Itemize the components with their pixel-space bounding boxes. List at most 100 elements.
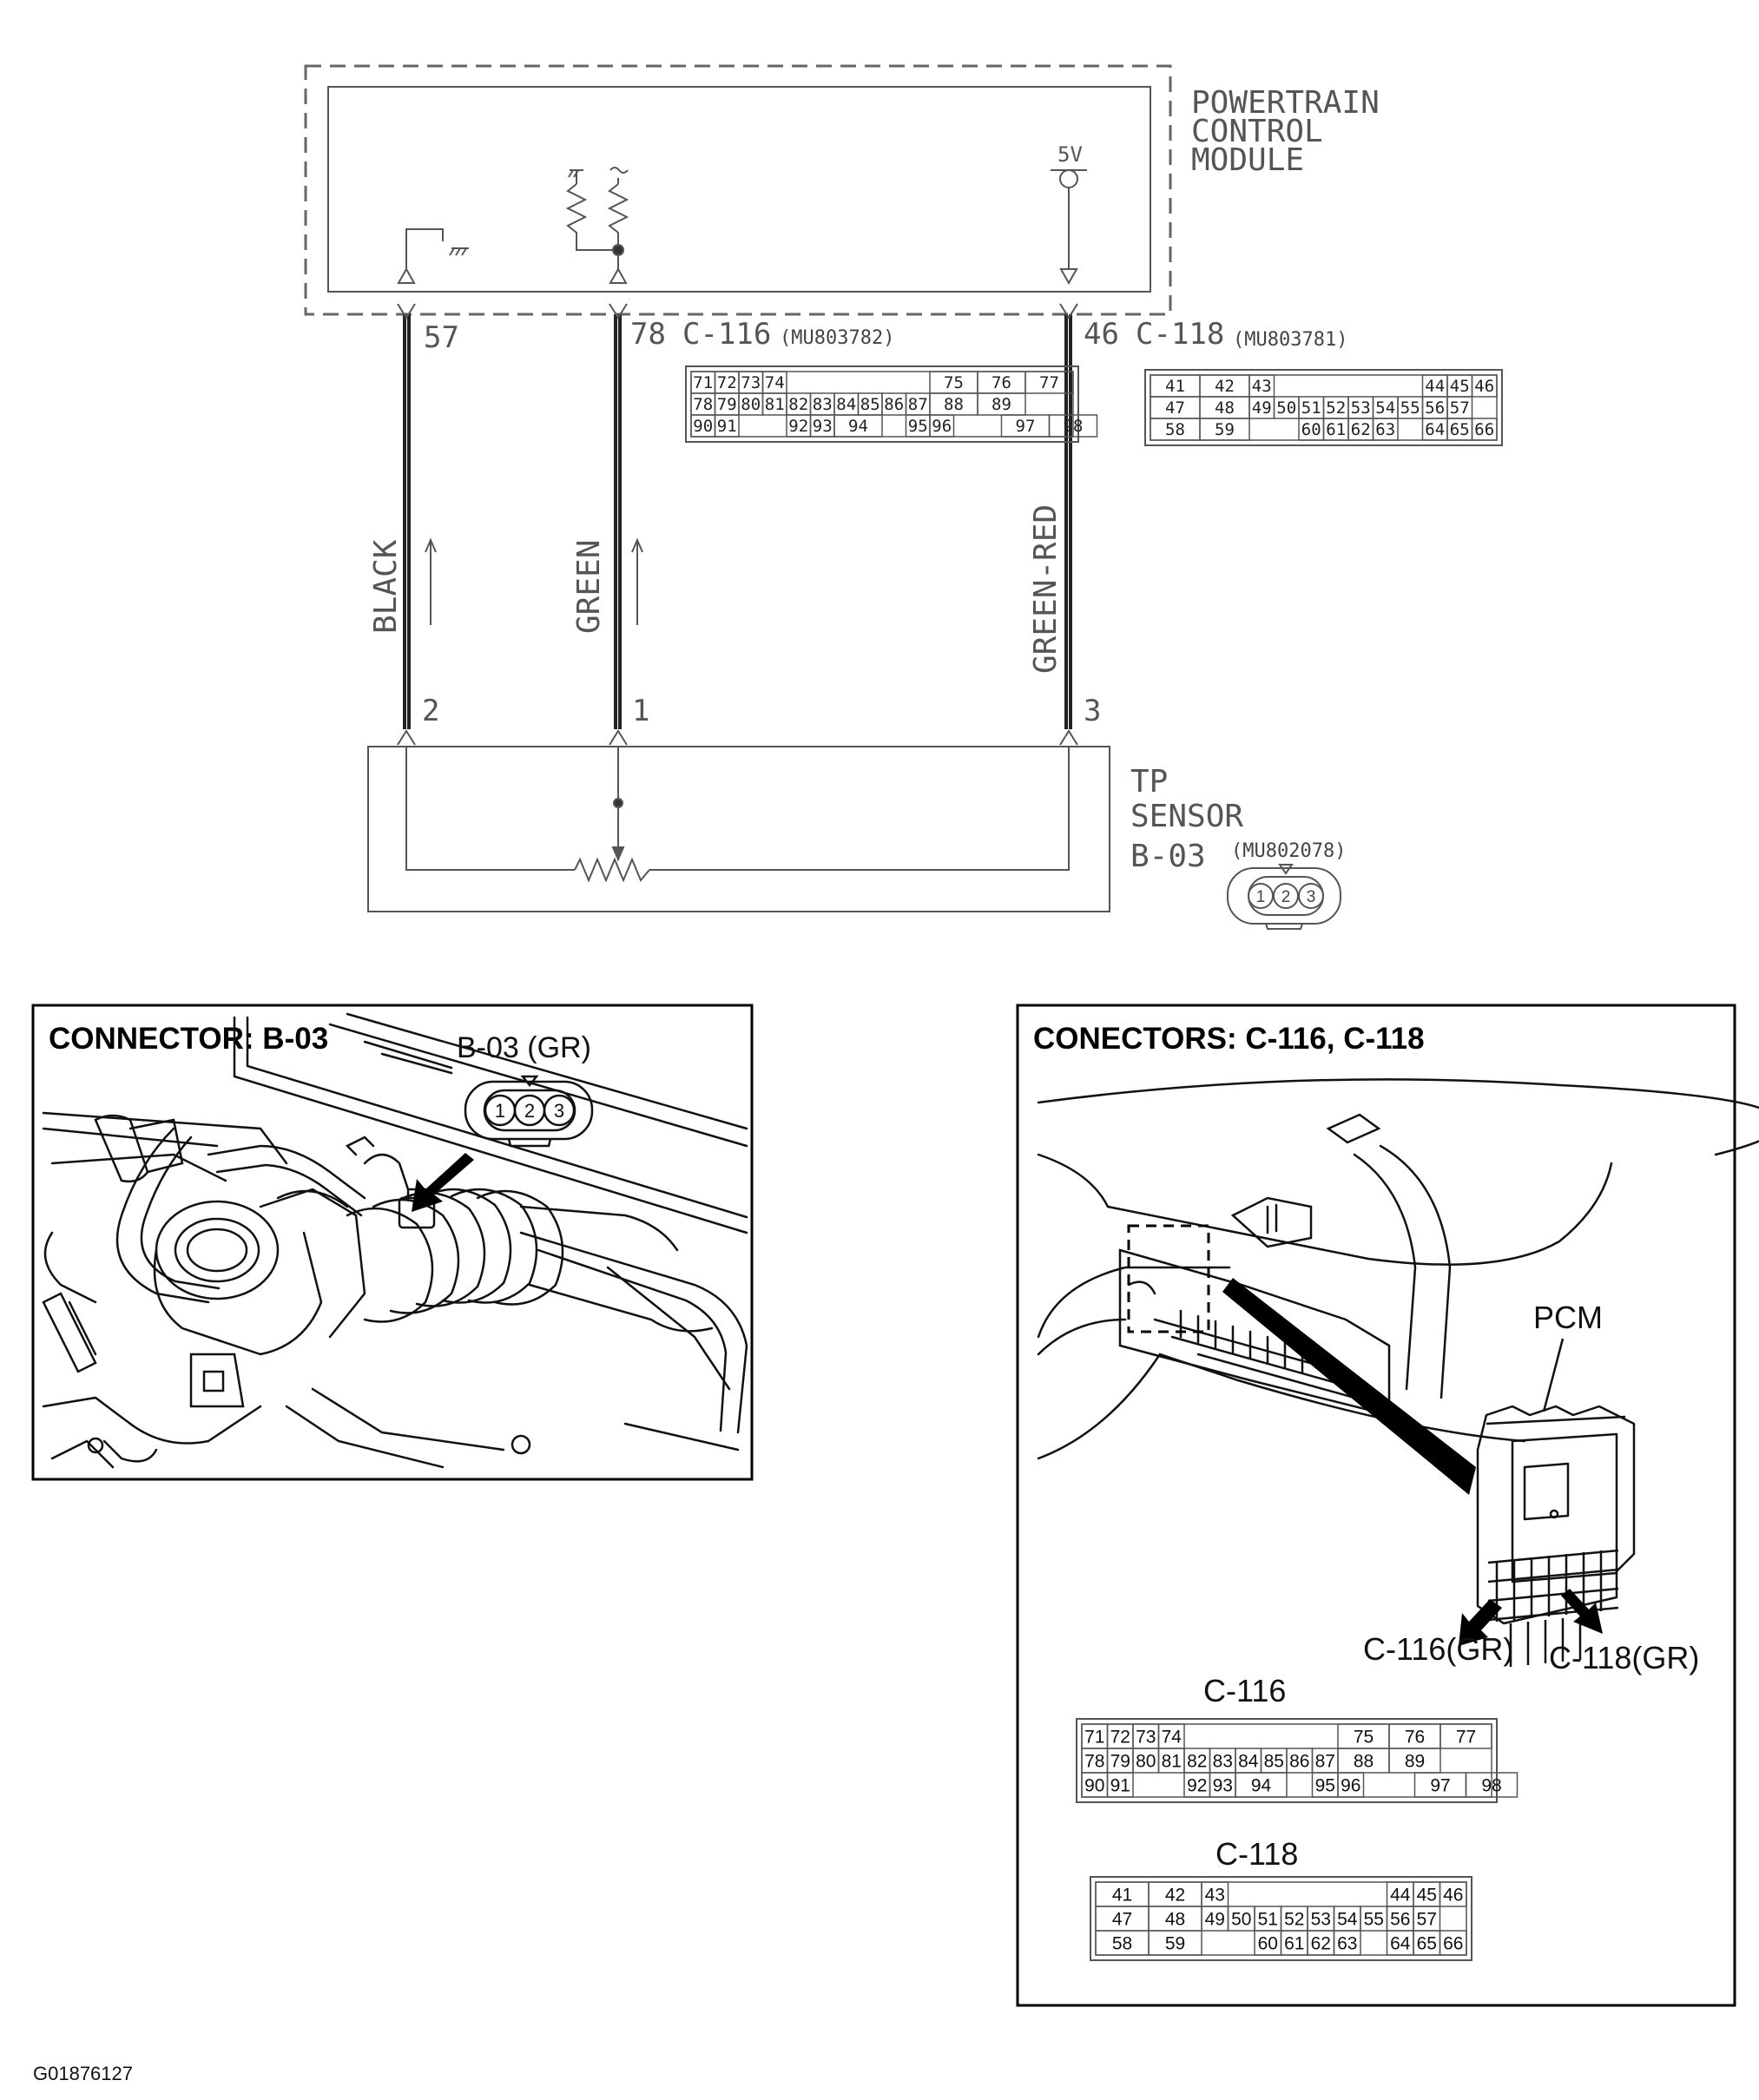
wire-black <box>397 303 416 746</box>
c118-top-cell <box>1199 418 1250 441</box>
c118-top-pin-number: 54 <box>1375 398 1395 418</box>
c118-top-cell <box>1372 418 1399 441</box>
wire-color-green-red: GREEN-RED <box>1028 504 1064 674</box>
c116-panel-cell <box>1106 1772 1134 1798</box>
c116-top-pin-number: 74 <box>765 373 785 392</box>
c116-c118-panel-header: CONECTORS: C-116, C-118 <box>1033 1022 1425 1056</box>
c116-panel-pin-number: 73 <box>1136 1727 1156 1747</box>
b03-callout-label: B-03 (GR) <box>457 1031 591 1064</box>
c116-top-pin-number: 86 <box>884 395 904 414</box>
c118-top-pin-number: 56 <box>1425 398 1445 418</box>
wire-green <box>609 303 628 746</box>
c116-panel-pin-number: 92 <box>1187 1775 1207 1795</box>
wire-color-black: BLACK <box>368 539 404 634</box>
c116-panel-cell <box>1235 1772 1288 1798</box>
c118-panel-pin-number: 42 <box>1165 1885 1185 1905</box>
c116-top-cell <box>833 414 883 438</box>
c116-top-pin-number: 84 <box>836 395 856 414</box>
c116-top-pin-number: 94 <box>848 417 868 436</box>
pcm-unit-illustration <box>1476 1405 1636 1667</box>
c118-table-title: C-118 <box>1215 1836 1298 1872</box>
pcm-label-line1: POWERTRAIN <box>1191 85 1380 121</box>
c118-top-pin-number: 46 <box>1474 377 1494 396</box>
c116-panel-pin-number: 91 <box>1110 1775 1130 1795</box>
pcm-terminal-78: 78 <box>630 317 666 352</box>
c118-top-pin-number: 66 <box>1474 420 1494 439</box>
c118-top-pin-number: 42 <box>1215 377 1235 396</box>
c116-location-arrow <box>1459 1599 1502 1646</box>
c116-top-pin-number: 83 <box>813 395 833 414</box>
c116-top-pin-number: 72 <box>717 373 737 392</box>
c118-panel-cell <box>1333 1930 1361 1956</box>
c116-top-pin-number: 90 <box>693 417 713 436</box>
c116-panel-pin-number: 79 <box>1110 1751 1130 1771</box>
c118-panel-pin-number: 52 <box>1284 1909 1304 1929</box>
c116-top-pin-number: 88 <box>944 395 964 414</box>
c116-panel-pin-number: 86 <box>1289 1751 1309 1771</box>
flow-arrow-black <box>425 537 437 625</box>
c118-panel-pin-number: 54 <box>1337 1909 1358 1929</box>
c116-panel-pin-number: 80 <box>1136 1751 1156 1771</box>
c118-top-pin-number: 55 <box>1400 398 1420 418</box>
c116-top-cell <box>1024 371 1074 394</box>
c116-panel-pin-number: 75 <box>1354 1727 1374 1747</box>
wire-color-green: GREEN <box>571 540 607 634</box>
c116-top-pin-number: 91 <box>717 417 737 436</box>
c116-top-pin-number: 98 <box>1064 417 1084 436</box>
c118-top-pin-number: 58 <box>1165 420 1185 439</box>
c118-panel-pin-number: 55 <box>1364 1909 1384 1929</box>
c118-top-pin-number: 47 <box>1165 398 1185 418</box>
dashboard-glovebox-illustration <box>1037 1078 1759 1460</box>
c118-panel-pin-number: 53 <box>1311 1909 1331 1929</box>
pcm-location-box <box>1127 1224 1210 1333</box>
c116-panel-pin-number: 98 <box>1481 1775 1501 1795</box>
sensor-face-pin-3: 3 <box>1307 888 1316 906</box>
c116-top-pin-number: 96 <box>932 417 952 436</box>
sensor-pin-2: 2 <box>422 694 439 728</box>
c118-top-pin-number: 65 <box>1450 420 1470 439</box>
c118-top-pin-number: 60 <box>1301 420 1321 439</box>
pcm-label-line3: MODULE <box>1191 142 1304 178</box>
b03-face-pin-1: 1 <box>495 1100 505 1122</box>
c116-top-pin-number: 97 <box>1016 417 1036 436</box>
c118-callout-label: C-118(GR) <box>1549 1640 1699 1675</box>
c118-panel-pin-number: 50 <box>1231 1909 1251 1929</box>
c116-panel-pin-number: 88 <box>1354 1751 1374 1771</box>
c116-top-pin-number: 85 <box>860 395 880 414</box>
c116-panel-pin-number: 89 <box>1405 1751 1425 1771</box>
pcm-callout-label: PCM <box>1533 1300 1603 1335</box>
c116-panel-pin-number: 76 <box>1405 1727 1425 1747</box>
engine-throttle-body-illustration <box>42 1012 748 1469</box>
c116-top-pin-number: 80 <box>741 395 761 414</box>
b03-face-pin-3: 3 <box>554 1100 564 1122</box>
c116-top-pin-number: 79 <box>717 395 737 414</box>
c118-panel-pin-number: 45 <box>1417 1885 1437 1905</box>
c118-top-pin-number: 51 <box>1301 398 1321 418</box>
c118-panel-pin-number: 51 <box>1258 1909 1278 1929</box>
c116-panel-cell <box>1465 1772 1519 1798</box>
c118-top-pin-number: 52 <box>1326 398 1346 418</box>
c118-panel-pin-number: 62 <box>1311 1933 1331 1953</box>
c116-panel-pin-number: 82 <box>1187 1751 1207 1771</box>
c118-top-pin-number: 64 <box>1425 420 1445 439</box>
c118-panel-cell <box>1148 1930 1202 1956</box>
b03-face-pin-2: 2 <box>524 1100 535 1122</box>
c116-top-pin-number: 71 <box>693 373 713 392</box>
c118-panel-pin-number: 58 <box>1112 1933 1132 1953</box>
c118-top-pin-number: 48 <box>1215 398 1235 418</box>
sensor-face-pin-2: 2 <box>1281 888 1291 906</box>
c116-panel-pin-number: 85 <box>1264 1751 1284 1771</box>
c116-top-pin-number: 77 <box>1039 373 1059 392</box>
c118-top-pin-number: 43 <box>1252 377 1272 396</box>
connector-c116-label: C-116 <box>682 317 771 352</box>
b03-location-arrow <box>412 1153 474 1212</box>
c118-panel-pin-number: 41 <box>1112 1885 1132 1905</box>
sensor-connector-face <box>1227 864 1341 930</box>
c118-panel-pin-number: 46 <box>1443 1885 1463 1905</box>
c116-top-pin-number: 92 <box>788 417 808 436</box>
c118-top-pin-number: 57 <box>1450 398 1470 418</box>
